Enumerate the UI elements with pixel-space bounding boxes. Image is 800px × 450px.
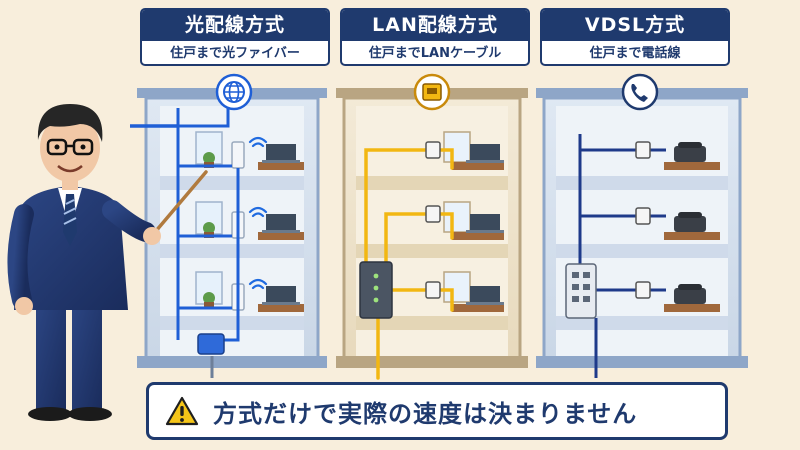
presenter-illustration (7, 104, 208, 421)
building-lan (336, 73, 528, 380)
fiber-cable (130, 108, 240, 378)
lan-switch (359, 261, 393, 319)
method-card-fiber: 光配線方式 住戸まで光ファイバー (140, 8, 330, 66)
method-card-vdsl: VDSL方式 住戸まで電話線 (540, 8, 730, 66)
lan-laptop (443, 131, 504, 312)
method-subtitle-vdsl: 住戸まで電話線 (589, 46, 681, 61)
wifi-icon (248, 136, 268, 290)
method-subtitle-lan: 住戸までLANケーブル (368, 46, 502, 61)
warning-banner: 方式だけで実際の速度は決まりません (146, 382, 728, 440)
fiber-splitter (197, 333, 225, 355)
method-card-lan: LAN配線方式 住戸までLANケーブル (340, 8, 530, 66)
warning-text: 方式だけで実際の速度は決まりません (213, 399, 638, 428)
warning-icon (165, 396, 199, 426)
ethernet-port-icon (413, 73, 451, 111)
vdsl-wall-jack (635, 141, 651, 299)
lan-wall-port (425, 141, 441, 299)
building-vdsl (536, 73, 748, 378)
lan-cable (364, 148, 454, 380)
building-fiber (130, 73, 327, 378)
globe-icon (215, 73, 253, 111)
vdsl-distribution-box (565, 263, 597, 319)
method-subtitle-fiber: 住戸まで光ファイバー (170, 46, 300, 61)
method-title-vdsl: VDSL方式 (542, 10, 728, 41)
fiber-laptop (258, 144, 304, 312)
vdsl-telephone (664, 142, 720, 312)
method-title-fiber: 光配線方式 (142, 10, 328, 41)
fiber-window (195, 131, 223, 308)
telephone-icon (621, 73, 659, 111)
method-title-lan: LAN配線方式 (342, 10, 528, 41)
